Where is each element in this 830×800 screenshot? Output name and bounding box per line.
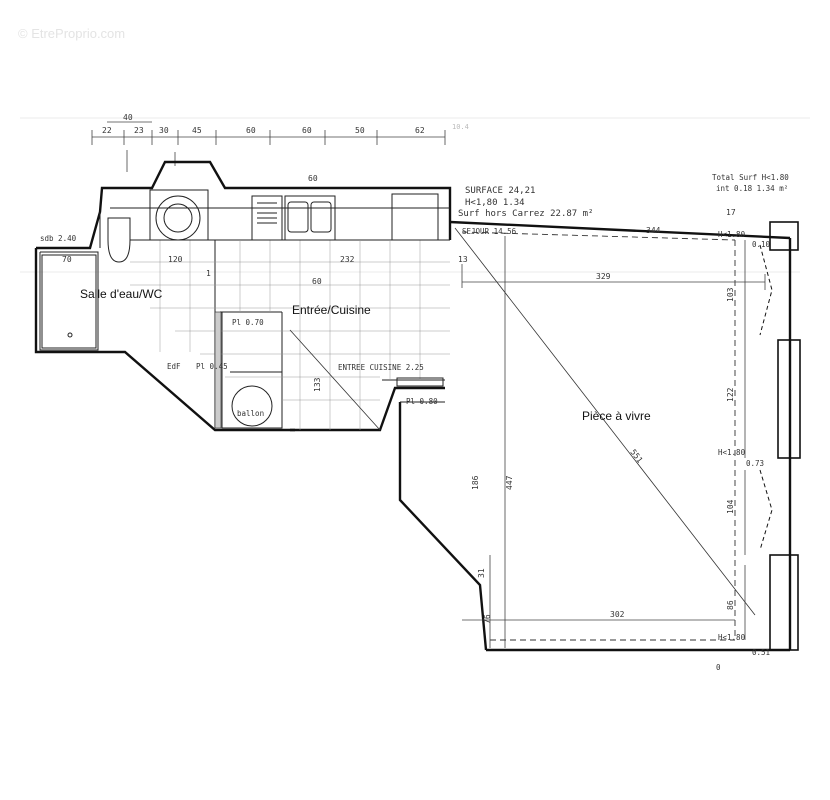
window-2: [777, 339, 801, 459]
window-3: [769, 554, 799, 651]
dim-104: 104: [726, 499, 735, 514]
wc-icon: [107, 217, 131, 263]
low-ceiling-lines: [461, 231, 736, 641]
guide-lines: [20, 117, 810, 273]
dim-447: 447: [505, 475, 514, 490]
dim-13: 13: [458, 255, 468, 264]
shower-drain: [67, 332, 73, 338]
note-sdb: sdb 2.40: [40, 234, 77, 243]
note-h-top-val: 0.10: [752, 240, 771, 249]
dim-329: 329: [596, 272, 611, 281]
dim-120: 120: [168, 255, 183, 264]
sejour-note: SEJOUR 14.56: [462, 227, 517, 236]
dim-60-top: 60: [308, 174, 318, 183]
shower-tray: [41, 254, 97, 349]
water-heater-icon: [231, 385, 273, 427]
surface-line-1: SURFACE 24,21: [465, 186, 535, 196]
note-int: int 0.18 1.34 m²: [716, 184, 788, 193]
top-dimension-chain: [91, 121, 446, 172]
dim-551: 551: [628, 448, 644, 465]
hob-icon: [251, 195, 283, 241]
dim-top-2: 23: [134, 126, 144, 135]
dim-133: 133: [313, 377, 322, 392]
note-h-mid: H<1.80: [718, 448, 746, 457]
washbasin-icon: [155, 195, 201, 241]
surface-line-3: Surf hors Carrez 22.87 m²: [458, 209, 593, 219]
windows: [759, 221, 801, 651]
dim-17: 17: [726, 208, 736, 217]
fixtures: [41, 189, 444, 429]
dim-top-1: 22: [102, 126, 112, 135]
room-label-bathroom: Salle d'eau/WC: [80, 287, 163, 301]
watermark: © EtreProprio.com: [18, 26, 125, 41]
note-pl-080: Pl 0.80: [406, 397, 438, 406]
window-1: [769, 221, 799, 251]
dim-122: 122: [726, 387, 735, 402]
walls: [34, 160, 792, 652]
dim-top-8: 62: [415, 126, 425, 135]
note-total-surf: Total Surf H<1.80: [712, 173, 789, 182]
note-h-top: H<1.80: [718, 230, 746, 239]
faint-note: 10.4: [452, 123, 469, 131]
dim-186: 186: [471, 475, 480, 490]
note-h-bot-val: 0.51: [752, 648, 770, 657]
dim-top-extra: 40: [123, 113, 133, 122]
fridge-icon: [391, 193, 439, 241]
shelf: [396, 377, 444, 387]
dim-232: 232: [340, 255, 355, 264]
note-h-bot: H<1.80: [718, 633, 746, 642]
dim-344: 344: [646, 226, 661, 235]
note-entree-cuisine: ENTREE CUISINE 2.25: [338, 363, 424, 372]
note-pl-070: Pl 0.70: [232, 318, 264, 327]
dim-31: 31: [477, 568, 486, 578]
room-label-living: Pièce à vivre: [582, 409, 651, 423]
surface-line-2: H<1,80 1.34: [465, 198, 525, 208]
dim-top-4: 45: [192, 126, 202, 135]
floor-tiles: [130, 240, 450, 430]
room-label-kitchen: Entrée/Cuisine: [292, 303, 371, 317]
dim-70: 70: [62, 255, 72, 264]
kitchen-sink-icon: [284, 195, 336, 241]
living-dimension-lines: [461, 236, 766, 648]
note-small-0: 0: [716, 663, 721, 672]
note-ballon: ballon: [237, 409, 264, 418]
dim-76: 76: [483, 614, 492, 624]
dim-60-mid: 60: [312, 277, 322, 286]
dim-1: 1: [206, 269, 211, 278]
dim-top-5: 60: [246, 126, 256, 135]
note-pl-045: Pl 0.45: [196, 362, 228, 371]
dim-top-6: 60: [302, 126, 312, 135]
dim-302: 302: [610, 610, 625, 619]
dim-86: 86: [726, 600, 735, 610]
note-edf: EdF: [167, 362, 181, 371]
note-h-mid-val: 0.73: [746, 459, 764, 468]
dim-103: 103: [726, 287, 735, 302]
dim-top-7: 50: [355, 126, 365, 135]
dim-top-3: 30: [159, 126, 169, 135]
